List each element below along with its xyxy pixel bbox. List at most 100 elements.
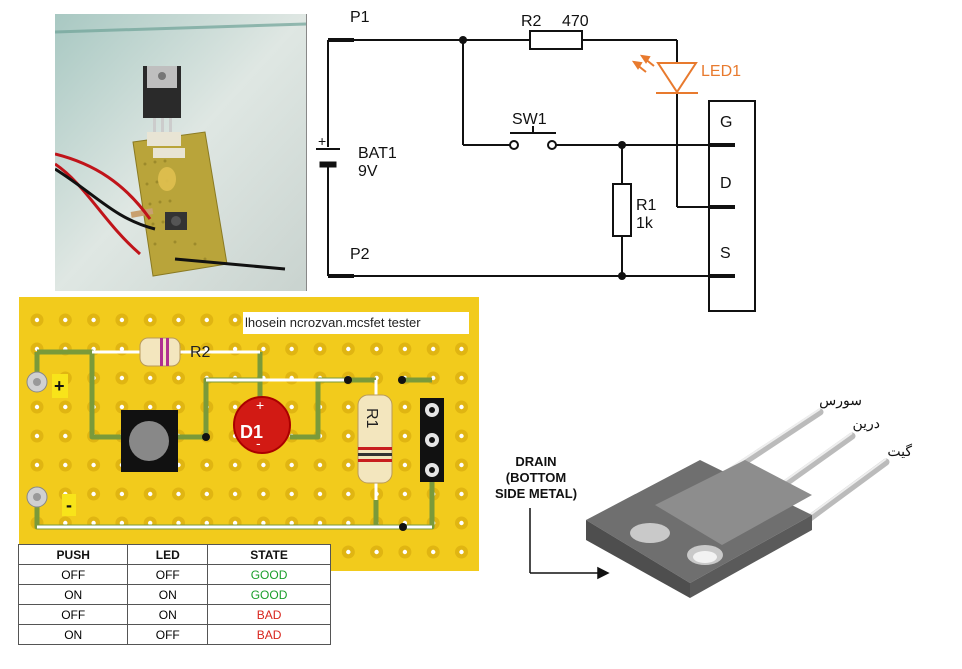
board-hole-center	[148, 404, 153, 410]
board-hole-center	[289, 462, 294, 468]
board-hole-center	[176, 491, 181, 497]
board-caption: lhosein ncrozvan.mcsfet tester	[243, 312, 469, 334]
pin-gate-label: گیت	[887, 443, 912, 459]
board-hole-center	[346, 462, 351, 468]
board-hole-center	[63, 520, 68, 526]
cell-push: ON	[17, 624, 129, 645]
board-hole-center	[204, 317, 209, 323]
board-hole-center	[176, 317, 181, 323]
board-hole-center	[63, 462, 68, 468]
header-state: STATE	[207, 544, 331, 565]
board-hole-center	[459, 346, 464, 352]
board-hole-center	[346, 491, 351, 497]
board-hole-center	[119, 317, 125, 323]
board-hole-center	[232, 520, 238, 526]
stripboard: R2 R1 D1 + - + -	[19, 297, 479, 571]
minus-terminal-label: -	[66, 495, 72, 515]
board-hole-center	[176, 404, 181, 410]
board-hole-center	[459, 549, 464, 555]
led-symbol	[631, 54, 698, 94]
board-hole-center	[402, 491, 408, 497]
board-hole-center	[289, 491, 294, 497]
board-r2-resistor	[139, 337, 181, 367]
board-hole-center	[289, 404, 294, 410]
board-hole-center	[317, 346, 323, 352]
board-hole-center	[232, 346, 238, 352]
board-hole-center	[261, 462, 266, 468]
board-hole-center	[346, 346, 351, 352]
r2-label: R2	[521, 13, 542, 30]
r2-value: 470	[562, 13, 589, 30]
header-push: PUSH	[17, 544, 129, 565]
board-hole-center	[204, 520, 209, 526]
board-hole-center	[402, 346, 408, 352]
board-hole-center	[204, 346, 209, 352]
board-hole-center	[176, 520, 181, 526]
table-row: OFF OFF GOOD	[17, 564, 331, 585]
photo-red-wire	[55, 152, 152, 220]
board-hole-center	[346, 433, 351, 439]
board-r1-label: R1	[363, 408, 380, 429]
board-hole-center	[119, 404, 125, 410]
board-hole-center	[261, 346, 266, 352]
board-hole-center	[431, 346, 436, 352]
pin-s-label: S	[720, 245, 731, 262]
cell-led: ON	[127, 584, 209, 605]
table-row: ON OFF BAD	[17, 624, 331, 645]
board-hole-center	[346, 520, 351, 526]
board-hole-center	[232, 491, 238, 497]
board-hole-center	[34, 433, 40, 439]
led1-label: LED1	[701, 63, 741, 80]
battery-symbol	[316, 148, 340, 168]
board-hole-center	[91, 317, 96, 323]
board-hole-center	[63, 433, 68, 439]
drain-label-line1: DRAIN	[515, 454, 556, 469]
board-hole-center	[402, 433, 408, 439]
r1-label: R1	[636, 197, 657, 214]
board-hole-center	[91, 462, 96, 468]
p2-label: P2	[350, 246, 370, 263]
schematic-junctions	[459, 36, 626, 280]
pin-d-label: D	[720, 175, 732, 192]
photo-led	[158, 167, 176, 191]
cell-push: OFF	[17, 564, 129, 585]
drain-label-line3: SIDE METAL)	[495, 486, 577, 501]
board-hole-center	[63, 317, 68, 323]
board-hole-center	[232, 462, 238, 468]
board-hole-center	[317, 462, 323, 468]
board-hole-center	[459, 520, 464, 526]
board-d1-plus: +	[256, 397, 264, 413]
circuit-photo	[55, 14, 307, 291]
board-hole-center	[148, 317, 153, 323]
board-nodes	[202, 376, 407, 531]
board-hole-center	[317, 520, 323, 526]
board-d1-minus: -	[256, 435, 261, 451]
header-led: LED	[127, 544, 209, 565]
board-wires	[37, 350, 432, 529]
bat1-label: BAT1	[358, 145, 397, 162]
board-hole-center	[459, 404, 464, 410]
cell-push: ON	[17, 584, 129, 605]
board-hole-center	[459, 462, 464, 468]
board-hole-center	[119, 346, 125, 352]
board-hole-center	[148, 520, 153, 526]
p1-label: P1	[350, 9, 370, 26]
board-hole-center	[204, 491, 209, 497]
sw1-label: SW1	[512, 111, 547, 128]
board-hole-center	[261, 520, 266, 526]
board-hole-center	[374, 346, 379, 352]
board-hole-center	[402, 549, 408, 555]
table-row: ON ON GOOD	[17, 584, 331, 605]
board-hole-center	[317, 491, 323, 497]
board-hole-center	[34, 317, 40, 323]
board-hole-center	[119, 375, 125, 381]
schematic	[327, 30, 756, 312]
board-hole-center	[119, 520, 125, 526]
board-hole-center	[148, 375, 153, 381]
board-d1-led	[233, 396, 291, 454]
cell-state: GOOD	[207, 584, 331, 605]
board-d1-label: D1	[240, 422, 263, 442]
board-r1-resistor	[357, 380, 393, 500]
drain-label-line2: (BOTTOM	[506, 470, 566, 485]
board-hole-center	[91, 520, 96, 526]
